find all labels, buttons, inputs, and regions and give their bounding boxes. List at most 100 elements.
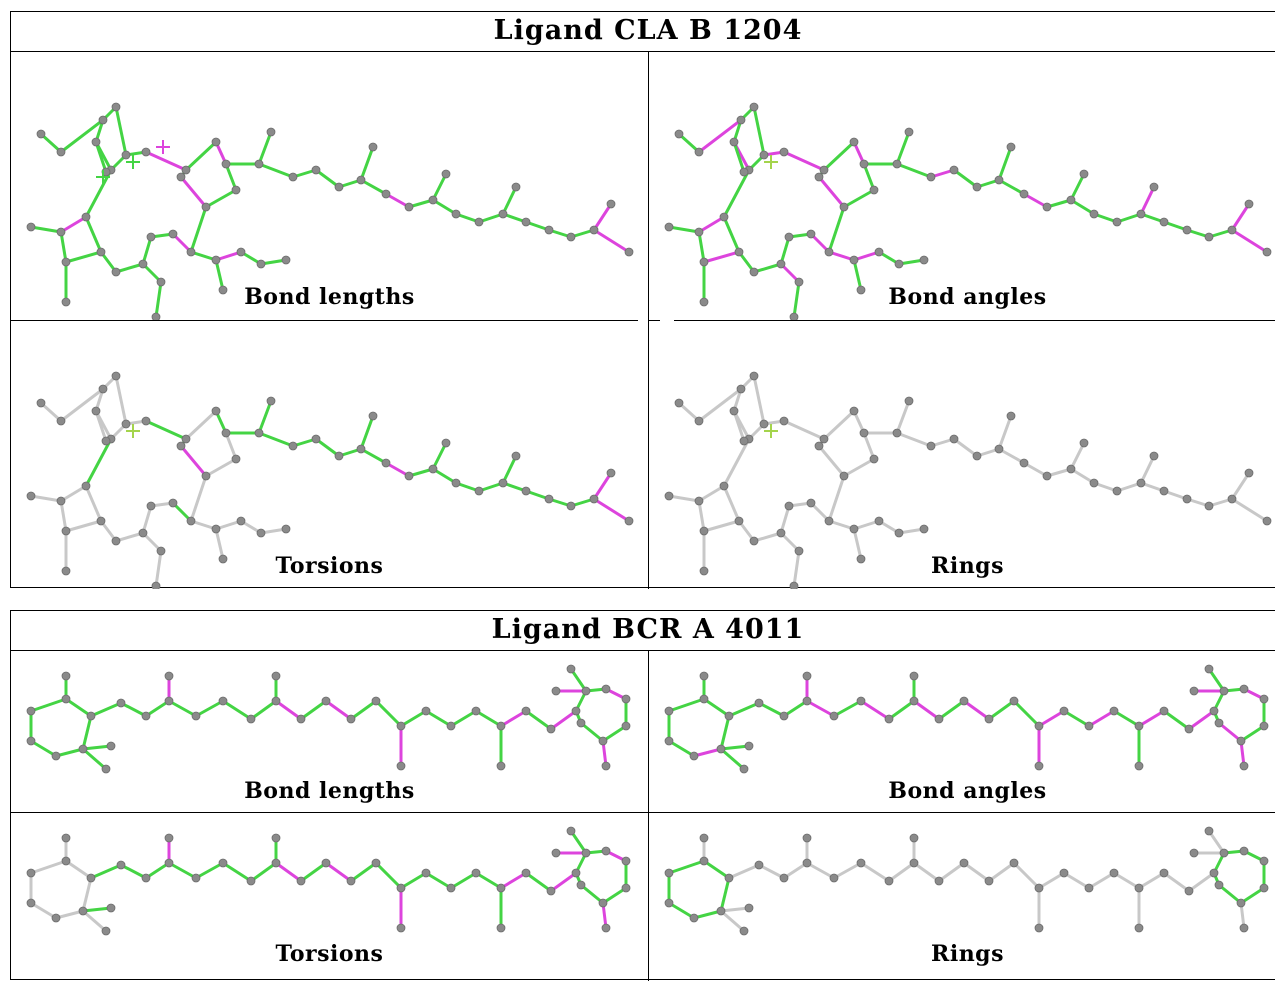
atom [191,711,201,721]
atom [601,761,611,771]
bond [84,484,103,523]
atom [1134,721,1144,731]
bond [752,374,766,426]
atom [1089,478,1099,488]
bond [119,701,148,718]
atom [271,833,281,843]
bond [1239,886,1266,905]
bond [727,863,761,880]
atom [566,664,576,674]
atom [814,441,824,451]
molecule-diagram [664,664,1269,774]
atom [396,883,406,893]
atom [754,698,764,708]
bond [677,401,701,423]
atom [1209,706,1219,716]
atom [156,546,166,556]
atom [744,903,754,913]
bond [579,883,605,905]
atom [164,671,174,681]
atom [334,451,344,461]
atom [111,536,121,546]
molecule-diagram [26,371,634,589]
atom [288,441,298,451]
atom [151,312,161,320]
atom [749,371,759,381]
atom [101,764,111,774]
molecule-diagram [664,826,1269,936]
atom [1112,486,1122,496]
atom [368,411,378,421]
atom [724,873,734,883]
bond [501,454,518,485]
bond [1022,461,1049,478]
atom [566,501,576,511]
bond [224,431,238,461]
atom [98,115,108,125]
atom [892,159,902,169]
bond [719,876,731,913]
bond [64,697,93,718]
bond [349,699,378,721]
atom [884,714,894,724]
bond [569,829,588,855]
atom [1066,464,1076,474]
bond [549,871,578,893]
atom [236,247,246,257]
atom [1204,501,1214,511]
atom [621,883,631,893]
atom [1019,189,1029,199]
atom [1227,225,1237,235]
molecule-diagram [26,826,631,936]
bond [29,225,63,234]
bond [1012,699,1041,728]
bond [1069,172,1086,202]
bond [1069,198,1096,216]
atom [869,185,879,195]
atom [474,217,484,227]
atom [776,528,786,538]
atom [181,165,191,175]
bond [154,549,163,588]
atom [859,159,869,169]
atom [266,396,276,406]
atom [546,724,556,734]
atom [994,444,1004,454]
bond [81,714,93,751]
atom [754,860,764,870]
atom [451,478,461,488]
atom [138,259,148,269]
bond [862,431,876,461]
bond [501,185,518,216]
bond [499,871,528,890]
atom [1227,494,1237,504]
bond [1139,185,1156,216]
atom [1159,706,1169,716]
atom [1006,411,1016,421]
bond [114,531,145,543]
atom [601,846,611,856]
atom [849,524,859,534]
bond [64,519,103,533]
atom [26,898,36,908]
bond [779,504,791,535]
bond [1162,709,1191,731]
atom [909,858,919,868]
atom [926,441,936,451]
bond [274,861,303,883]
atom [428,195,438,205]
atom [176,441,186,451]
bond [524,871,553,893]
atom [894,259,904,269]
atom [1089,209,1099,219]
atom [218,554,228,564]
atom [1204,664,1214,674]
bond [1187,709,1216,731]
bond [449,871,478,890]
atom [806,229,816,239]
atom [699,671,709,681]
atom [892,428,902,438]
bond [887,699,916,721]
bond [384,192,411,209]
bond [997,447,1026,465]
